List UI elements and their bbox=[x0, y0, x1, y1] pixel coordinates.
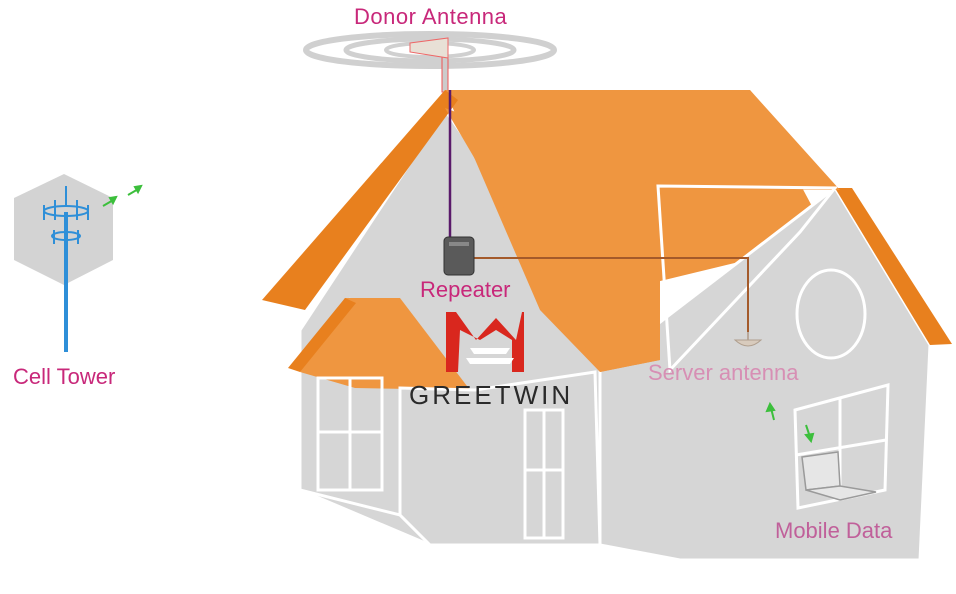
server-antenna-label: Server antenna bbox=[648, 360, 799, 385]
house-right-gable-roof bbox=[835, 188, 952, 345]
cable-repeater-to-server bbox=[470, 257, 749, 338]
repeater-device-icon bbox=[443, 236, 475, 276]
indoor-signal-arrow-icon bbox=[765, 401, 815, 444]
laptop-icon bbox=[801, 451, 877, 501]
window-left bbox=[316, 376, 384, 492]
window-center bbox=[523, 408, 565, 540]
attic-round-window bbox=[795, 268, 867, 360]
cell-tower-icon bbox=[43, 186, 89, 352]
greetwin-logo-icon bbox=[446, 312, 524, 372]
mobile-data-label: Mobile Data bbox=[775, 518, 893, 543]
house-porch-roof bbox=[300, 298, 470, 390]
signal-arrow-icon bbox=[102, 184, 143, 207]
donor-antenna-label: Donor Antenna bbox=[354, 4, 508, 29]
house-front-lower-wall bbox=[398, 370, 602, 547]
house-middle-roof bbox=[445, 108, 660, 372]
cell-tower-hexagon bbox=[14, 174, 113, 285]
brand-name: GREETWIN bbox=[409, 380, 574, 410]
repeater-label: Repeater bbox=[420, 277, 511, 302]
house-porch-roof-edge bbox=[288, 298, 356, 372]
cell-tower-label: Cell Tower bbox=[13, 364, 116, 389]
house-roof-outline bbox=[656, 184, 839, 374]
donor-antenna-icon bbox=[409, 37, 449, 93]
server-antenna-icon bbox=[733, 332, 763, 347]
house-left-roof-edge bbox=[262, 90, 458, 310]
